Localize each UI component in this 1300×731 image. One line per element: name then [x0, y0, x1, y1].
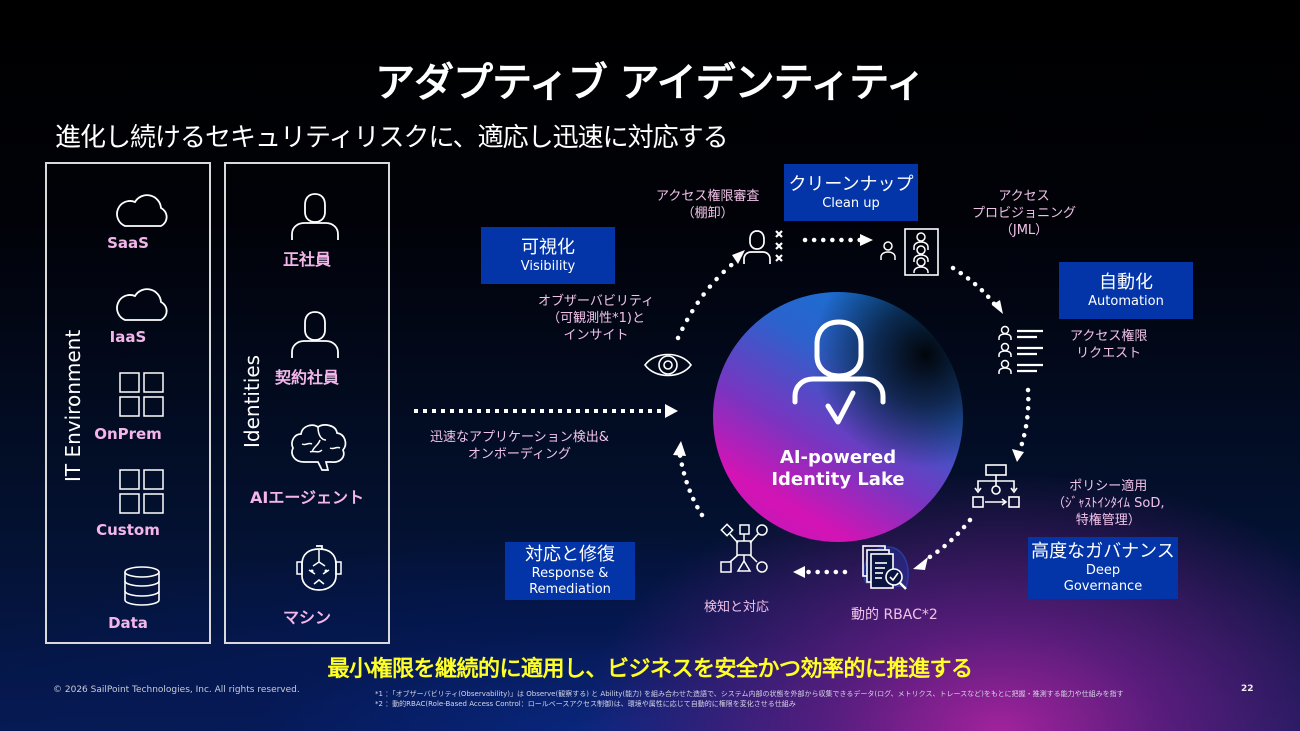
cycle-arrow: [675, 250, 745, 341]
detection-icon: [720, 523, 768, 573]
policy-icon: [972, 464, 1020, 508]
label-line: （ｼﾞｬｽﾄｲﾝﾀｲﾑ SoD,: [1052, 496, 1165, 511]
cycle-arrow: [950, 265, 1003, 314]
cycle-arrow: [793, 566, 848, 578]
cycle-arrow: [913, 517, 973, 570]
rbac-icon: [862, 545, 909, 590]
policy-label: ポリシー適用 （ｼﾞｬｽﾄｲﾝﾀｲﾑ SoD, 特権管理）: [1052, 478, 1164, 529]
slide-subtitle: 進化し続けるセキュリティリスクに、適応し迅速に対応する: [55, 123, 729, 153]
robot-icon: [296, 545, 342, 591]
category-en: Governance: [1063, 579, 1143, 594]
onboarding-label: 迅速なアプリケーション検出& オンボーディング: [430, 429, 609, 463]
category-response: 対応と修復 Response & Remediation: [505, 542, 635, 600]
onboarding-arrow: [414, 404, 678, 418]
provisioning-label: アクセス プロビジョニング （JML）: [972, 188, 1076, 239]
detection-label: 検知と対応: [704, 600, 770, 615]
category-jp: クリーンナップ: [788, 173, 914, 195]
footnote-2: *2 ：動的RBAC(Role-Based Access Control：ロール…: [375, 700, 796, 708]
slogan: 最小権限を継続的に適用し、ビジネスを安全かつ効率的に推進する: [327, 657, 973, 682]
category-governance: 高度なガバナンス Deep Governance: [1028, 537, 1178, 599]
it-item-label: IaaS: [109, 328, 147, 346]
it-item-label: Custom: [96, 521, 160, 539]
observability-label: オブザーバビリティ （可観測性*1)と インサイト: [538, 293, 654, 344]
cycle-arrow: [673, 441, 705, 518]
it-item-label: SaaS: [107, 234, 149, 252]
label-line: 迅速なアプリケーション検出&: [430, 430, 609, 445]
label-line: ポリシー適用: [1069, 479, 1148, 494]
label-line: オブザーバビリティ: [538, 294, 655, 309]
rbac-label: 動的 RBAC*2: [851, 607, 938, 623]
database-icon: [124, 566, 160, 606]
category-en: Visibility: [520, 258, 576, 274]
category-en: Automation: [1088, 293, 1164, 309]
category-cleanup: クリーンナップ Clean up: [784, 164, 918, 221]
access-request-icon: [998, 325, 1043, 374]
label-line: アクセス権限審査: [656, 189, 760, 204]
category-jp: 高度なガバナンス: [1031, 541, 1175, 562]
label-line: （JML）: [999, 223, 1049, 238]
identities-panel: Identities 正社員 契約社員 AIエージェント マシン: [224, 162, 390, 644]
grid-icon: [119, 372, 164, 417]
label-line: プロビジョニング: [972, 206, 1077, 221]
identity-item-label: 契約社員: [274, 368, 339, 387]
person-check-icon: [792, 319, 886, 425]
grid-icon: [119, 469, 164, 514]
cleanup-icon: [880, 228, 939, 276]
page-number: 22: [1241, 684, 1254, 694]
access-request-label: アクセス権限 リクエスト: [1070, 328, 1147, 362]
category-jp: 対応と修復: [525, 544, 615, 565]
category-jp: 可視化: [521, 236, 575, 258]
it-environment-panel: IT Environment SaaS IaaS OnPrem Custom D…: [45, 162, 211, 644]
person-icon: [291, 193, 339, 240]
hub-label-line1: AI-powered: [779, 447, 897, 468]
category-en: Remediation: [529, 582, 611, 597]
hub-label: AI-powered Identity Lake: [713, 447, 963, 491]
category-en: Response &: [531, 566, 609, 581]
cloud-icon: [116, 288, 168, 321]
access-review-label: アクセス権限審査 （棚卸）: [656, 188, 759, 222]
identity-item-label: 正社員: [282, 250, 331, 269]
person-icon: [291, 311, 339, 358]
identity-item-label: マシン: [282, 608, 331, 627]
copyright: © 2026 SailPoint Technologies, Inc. All …: [53, 685, 300, 695]
identity-item-label: AIエージェント: [249, 488, 365, 507]
brain-icon: [291, 424, 347, 471]
it-item-label: OnPrem: [94, 425, 162, 443]
category-automation: 自動化 Automation: [1059, 262, 1193, 319]
label-line: （可観測性*1)と: [547, 311, 645, 326]
cloud-icon: [116, 194, 168, 227]
category-jp: 自動化: [1099, 271, 1153, 293]
label-line: 特権管理）: [1075, 513, 1141, 528]
cycle-arrow: [802, 234, 873, 246]
cycle-arrow: [1012, 387, 1031, 462]
footnote-1: *1 ：「オブザーバビリティ(Observability)」は Observe(…: [375, 690, 1124, 698]
label-line: オンボーディング: [467, 447, 571, 462]
category-en: Clean up: [822, 195, 880, 211]
label-line: リクエスト: [1076, 346, 1142, 361]
it-item-label: Data: [108, 614, 148, 632]
slide-title: アダプティブ アイデンティティ: [375, 60, 926, 106]
hub-label-line2: Identity Lake: [771, 469, 905, 490]
label-line: アクセス: [998, 189, 1050, 204]
identity-lake-hub: AI-powered Identity Lake: [713, 292, 963, 542]
label-line: （棚卸）: [681, 206, 734, 221]
label-line: インサイト: [563, 328, 629, 343]
category-visibility: 可視化 Visibility: [481, 227, 615, 284]
eye-icon: [644, 353, 692, 377]
access-review-icon: [743, 230, 783, 264]
category-en: Deep: [1085, 563, 1121, 578]
label-line: アクセス権限: [1070, 329, 1148, 344]
